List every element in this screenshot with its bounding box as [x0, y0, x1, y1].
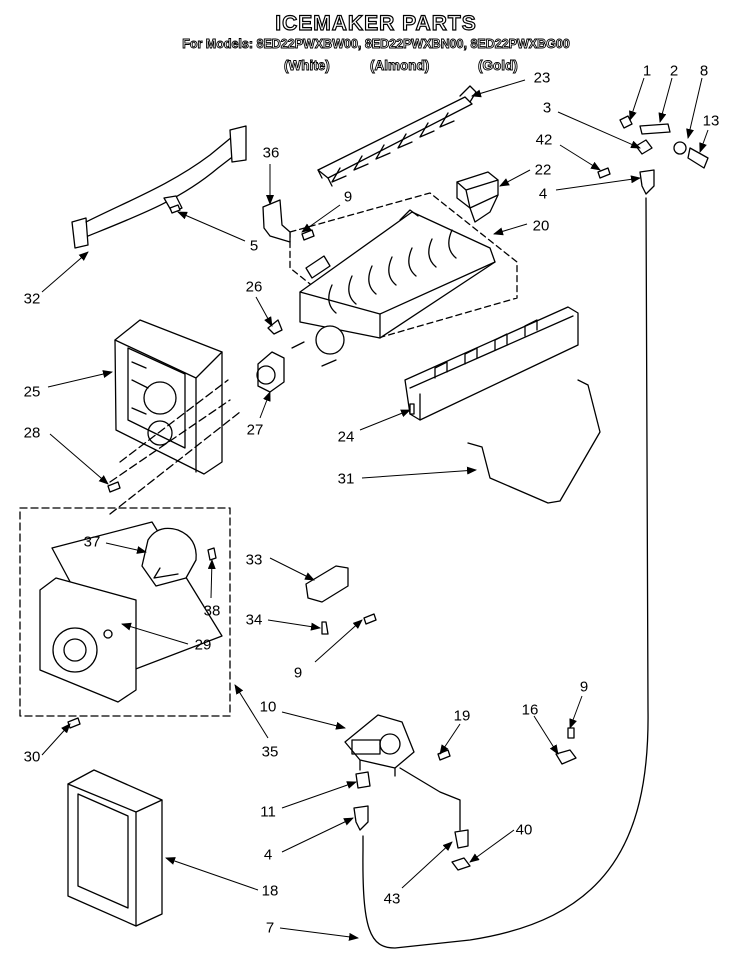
water-valve-part: [344, 714, 415, 777]
callout-4-lower: 4: [263, 846, 273, 864]
nut-part: [355, 771, 371, 789]
callout-33: 33: [245, 551, 263, 569]
motor-part: [141, 527, 197, 587]
callout-4-upper: 4: [538, 185, 548, 203]
callout-37: 37: [83, 533, 101, 551]
mounting-plate-part: [39, 577, 137, 703]
water-tube-part: [362, 197, 649, 949]
clamp-part: [555, 749, 577, 765]
control-assembly-outline: [19, 507, 231, 717]
callout-7: 7: [265, 919, 275, 937]
leader-lines: [41, 77, 709, 941]
callout-22: 22: [534, 161, 552, 179]
bracket-part: [262, 199, 291, 243]
mold-assembly-outline: [289, 192, 518, 339]
callout-5: 5: [249, 237, 259, 255]
inlet-fittings-part: [619, 115, 709, 195]
callout-24: 24: [337, 428, 355, 446]
callout-40: 40: [515, 821, 533, 839]
callout-35: 35: [261, 743, 279, 761]
motor-cap-part: [256, 351, 285, 393]
clip-part: [267, 319, 283, 335]
callout-34: 34: [245, 611, 263, 629]
bin-guide-part: [456, 171, 499, 223]
nut-40-part: [451, 857, 471, 871]
shutoff-arm-part: [467, 379, 601, 504]
assembly-lines: [109, 379, 241, 515]
callout-19: 19: [453, 707, 471, 725]
screw-43-part: [454, 829, 469, 849]
callout-9-right: 9: [579, 678, 589, 696]
callout-32: 32: [23, 290, 41, 308]
callout-16: 16: [521, 701, 539, 719]
callout-29: 29: [194, 636, 212, 654]
wire-harness-part: [71, 125, 247, 249]
callout-31: 31: [337, 470, 355, 488]
callout-27: 27: [246, 421, 264, 439]
callout-28: 28: [23, 424, 41, 442]
fitting-lower-part: [353, 805, 369, 831]
cover-part: [305, 565, 349, 603]
callout-26: 26: [245, 278, 263, 296]
callout-20: 20: [532, 217, 550, 235]
callout-36: 36: [262, 144, 280, 162]
callout-8: 8: [699, 62, 709, 80]
callout-11: 11: [260, 803, 276, 821]
screws: [67, 167, 611, 761]
callout-13: 13: [702, 112, 720, 130]
callout-2: 2: [669, 62, 679, 80]
callout-42: 42: [535, 131, 553, 149]
filter-part: [67, 769, 163, 927]
stripper-part: [404, 306, 579, 421]
callout-23: 23: [533, 69, 551, 87]
color-almond: (Almond): [370, 58, 430, 74]
diagram-title: ICEMAKER PARTS: [275, 11, 477, 35]
housing-part: [114, 319, 223, 475]
color-white: (White): [284, 58, 331, 74]
callout-9-upper: 9: [343, 188, 353, 206]
callout-10: 10: [259, 698, 277, 716]
ejector-part: [317, 85, 477, 187]
color-gold: (Gold): [478, 58, 519, 74]
ice-mold-part: [291, 209, 496, 367]
callout-25: 25: [23, 383, 41, 401]
callout-9-middle: 9: [293, 664, 303, 682]
callout-3: 3: [542, 99, 552, 117]
callout-30: 30: [23, 748, 41, 766]
callout-38: 38: [203, 602, 221, 620]
callout-43: 43: [383, 890, 401, 908]
models-line: For Models: 8ED22PWXBW00, 8ED22PWXBN00, …: [182, 37, 571, 52]
callout-1: 1: [642, 62, 652, 80]
callout-18: 18: [261, 882, 279, 900]
